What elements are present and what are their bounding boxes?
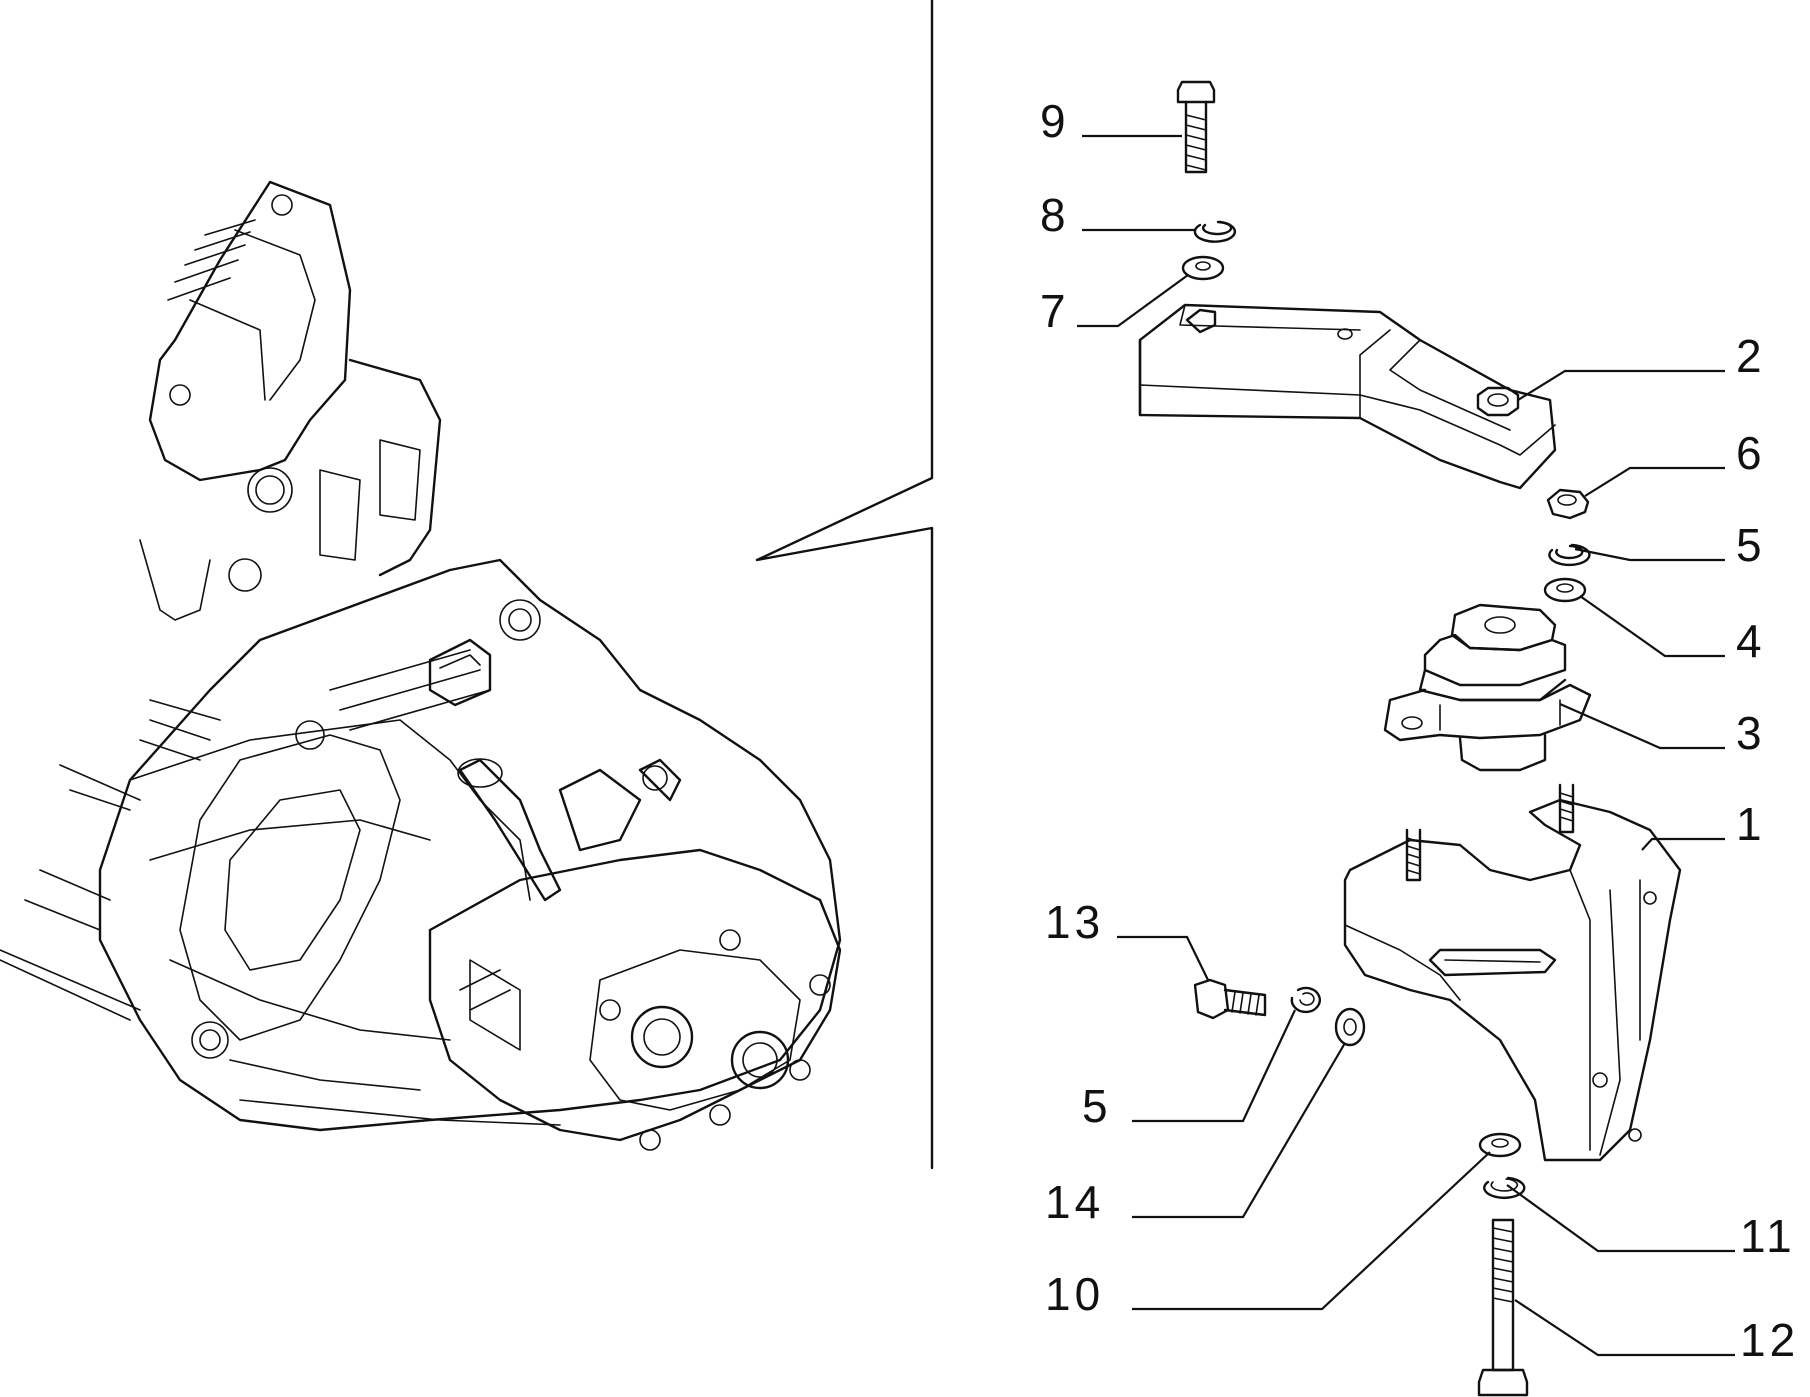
bolt-9-drawing: [1176, 80, 1216, 174]
bolt-13-drawing: [1193, 978, 1267, 1020]
callout-labels: 9 8 7 2 6 5 4 3 1 13 5 14 10 11 12: [1040, 95, 1799, 1366]
gearbox-assembly-drawing: [0, 180, 842, 1151]
lockwasher-5-drawing: [1548, 543, 1591, 567]
support-bracket-1-drawing: [1343, 783, 1682, 1162]
lockwasher-5-lower-drawing: [1290, 986, 1322, 1014]
washer-7-drawing: [1181, 255, 1225, 281]
bolt-12-drawing: [1477, 1218, 1529, 1397]
washer-4-drawing: [1543, 577, 1587, 603]
callout-9: 9: [1040, 95, 1070, 147]
callout-13: 13: [1045, 896, 1104, 948]
callout-11: 11: [1740, 1210, 1796, 1262]
washer-10-drawing: [1478, 1132, 1522, 1158]
lockwasher-11-drawing: [1483, 1176, 1526, 1200]
callout-1: 1: [1736, 798, 1766, 850]
callout-5-lower: 5: [1082, 1080, 1112, 1132]
lockwasher-8-drawing: [1193, 220, 1237, 243]
washer-14-drawing: [1334, 1007, 1366, 1047]
callout-7: 7: [1040, 285, 1070, 337]
rubber-mount-3-drawing: [1383, 603, 1592, 772]
nut-6-drawing: [1546, 488, 1590, 520]
callout-2: 2: [1736, 330, 1766, 382]
callout-4: 4: [1736, 615, 1766, 667]
callout-3: 3: [1736, 707, 1766, 759]
callout-8: 8: [1040, 189, 1070, 241]
callout-14: 14: [1045, 1176, 1104, 1228]
callout-12: 12: [1740, 1314, 1799, 1366]
callout-10: 10: [1045, 1268, 1104, 1320]
callout-6: 6: [1736, 427, 1766, 479]
bracket-arm-2-drawing: [1138, 303, 1557, 490]
leader-lines: [1077, 134, 1735, 1357]
detail-callout-wedge: [755, 0, 934, 1170]
callout-5-upper: 5: [1736, 519, 1766, 571]
